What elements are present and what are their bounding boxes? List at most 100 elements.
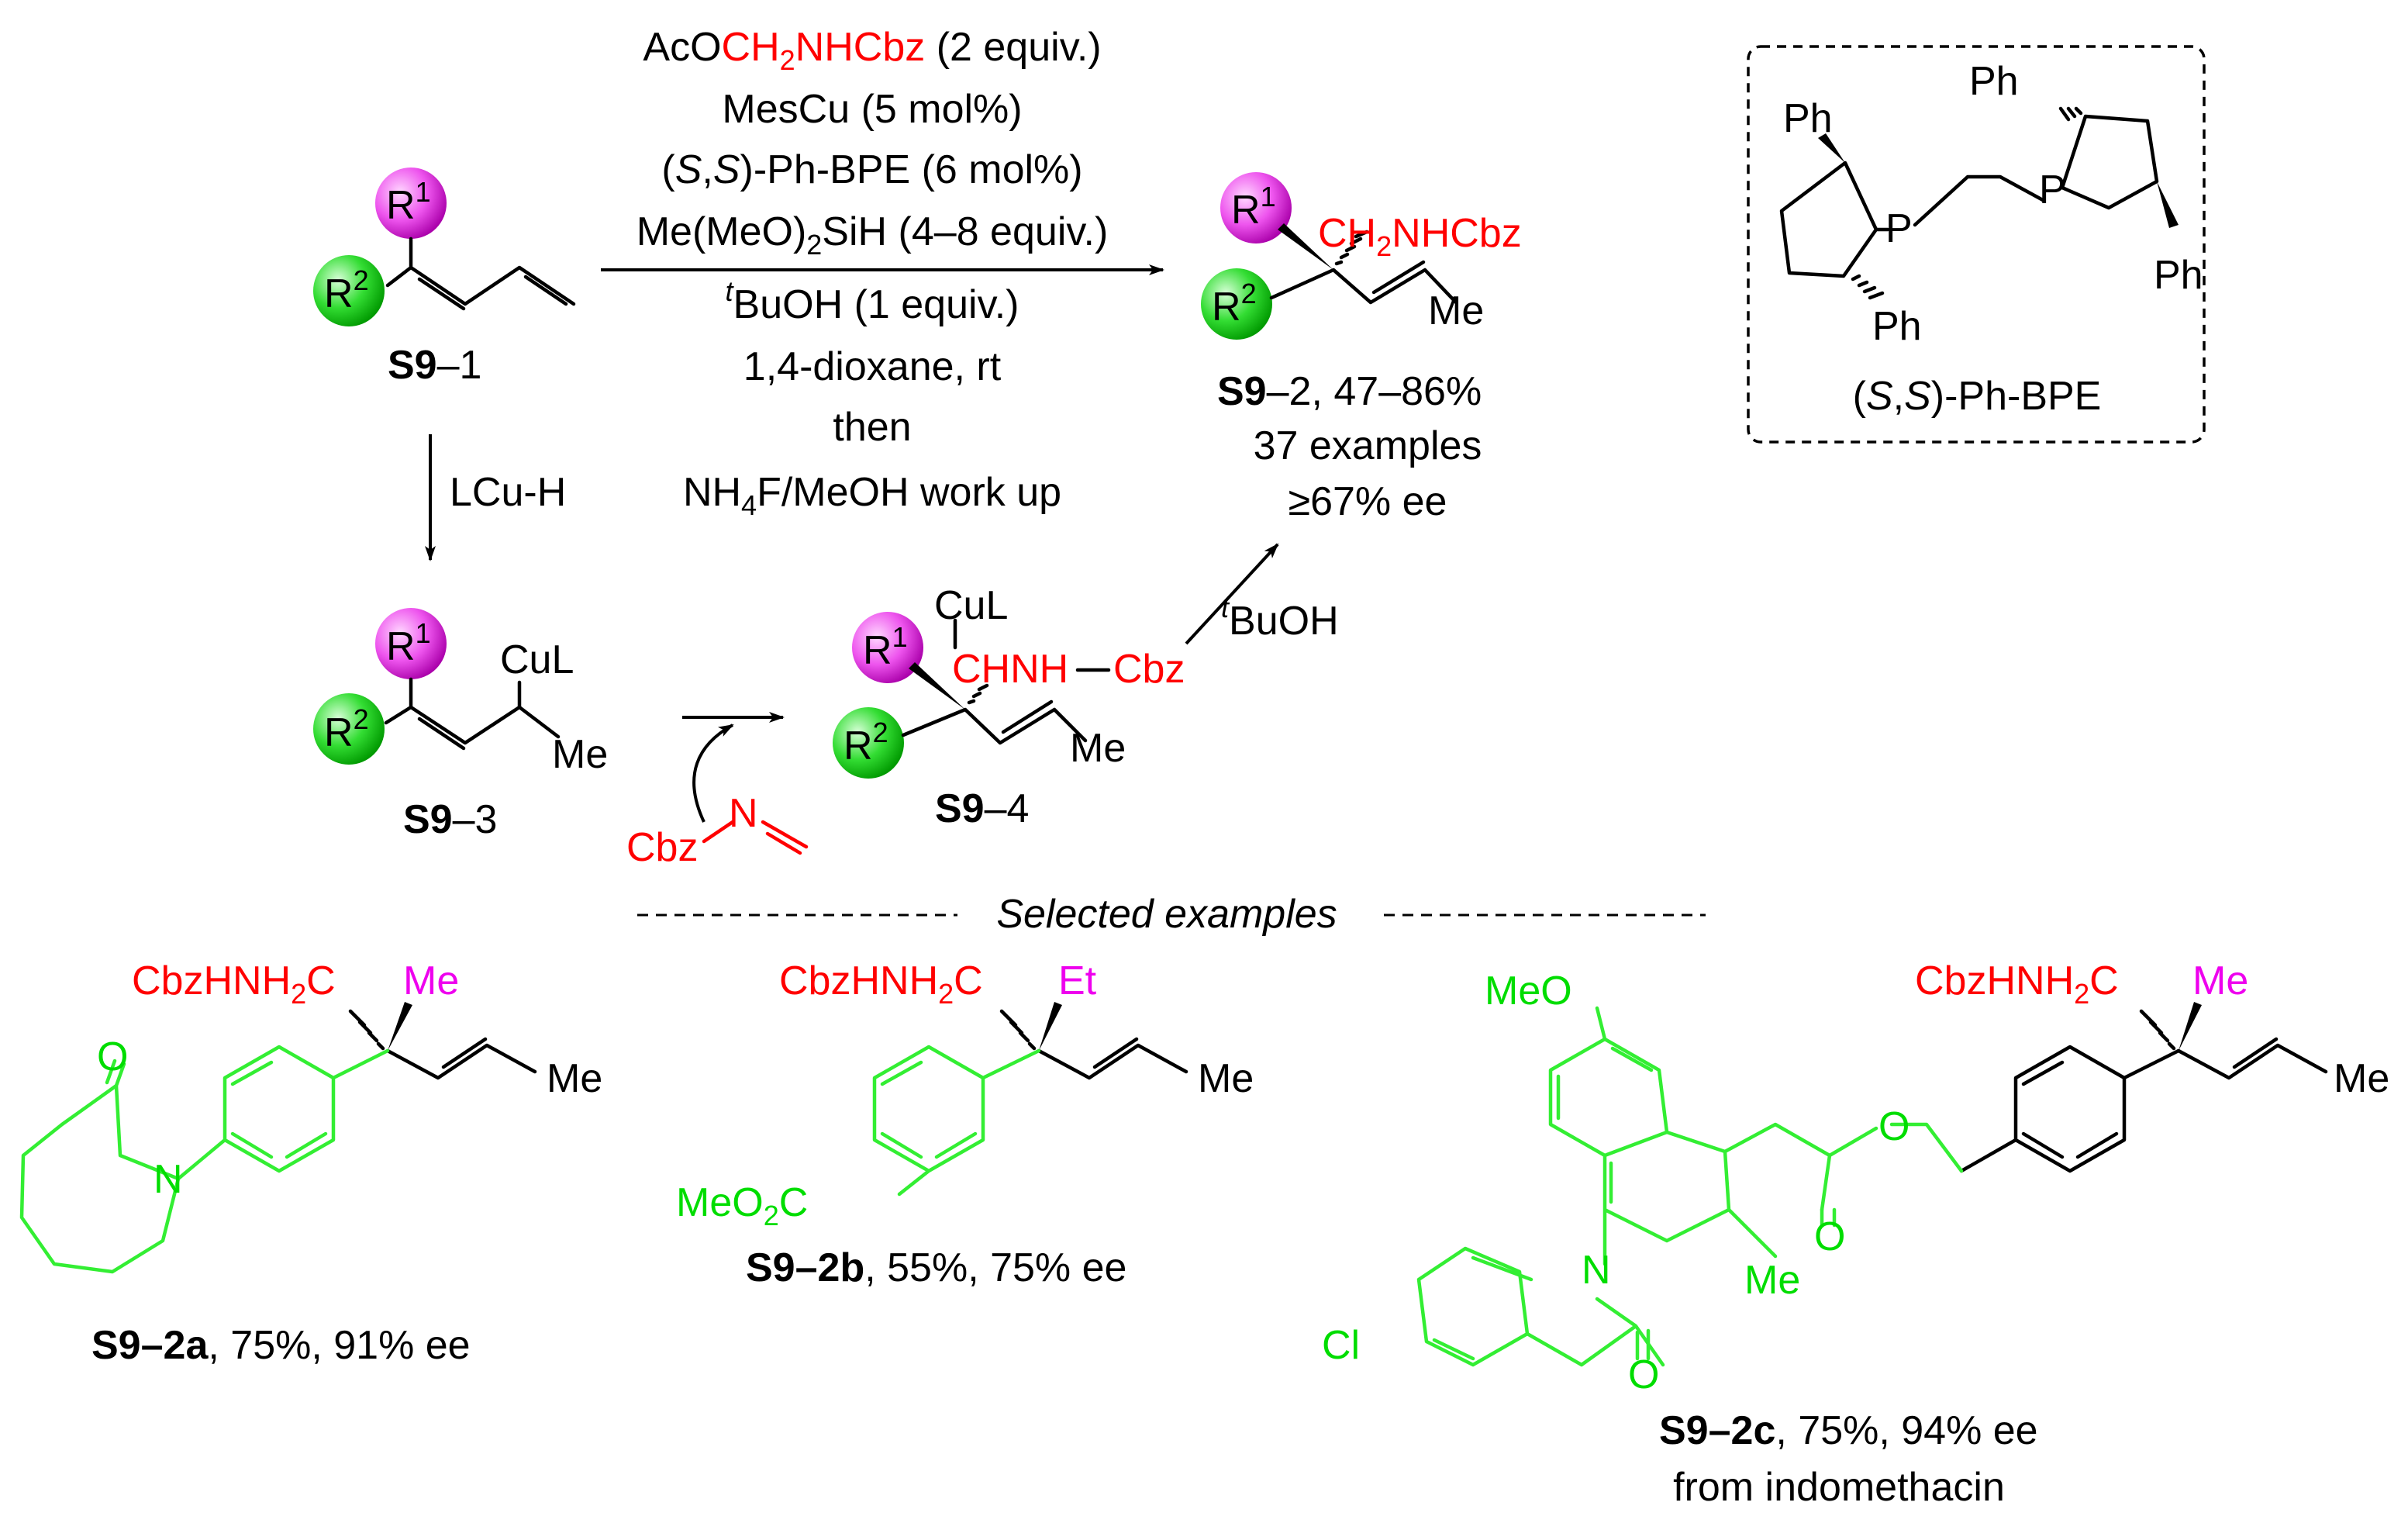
compound-s9-2: R1 R2 CH2NHCbz Me S9–2, 47–86% 37 exampl… <box>1201 172 1522 524</box>
s9-2b-aryl-ring <box>872 1045 1041 1197</box>
hashed-bond <box>967 683 989 705</box>
s9-3-bonds <box>384 677 561 745</box>
label-s9-1: S9–1 <box>388 343 481 388</box>
s9-2a-aryl-ring <box>223 1045 390 1173</box>
compound-s9-1: R1 R2 S9–1 <box>313 167 576 388</box>
o-label: O <box>97 1034 128 1079</box>
label-s9-3: S9–3 <box>403 797 497 842</box>
s9-2c-indole <box>1548 1037 1778 1266</box>
left-phospholane <box>1779 161 1890 278</box>
label-s9-2c: S9–2c, 75%, 94% ee <box>1659 1408 2038 1453</box>
product-bonds <box>1269 268 1458 305</box>
imine-cbz: Cbz N <box>626 791 809 870</box>
s9-2c-benzoyl-carbonyl <box>1635 1328 1651 1361</box>
r1-ball <box>375 608 447 679</box>
me-label: Me <box>547 1056 602 1101</box>
r1-label: R1 <box>386 176 431 228</box>
right-phospholane <box>2060 114 2159 210</box>
hashed-bond <box>2139 1009 2176 1051</box>
hashed-bond <box>348 1009 385 1051</box>
diene-double-bonds <box>417 275 568 311</box>
r1-ball <box>1220 172 1292 243</box>
ph-label-1: Ph <box>1783 96 1833 141</box>
ligand-wedge-2 <box>2157 181 2179 228</box>
r1-ball <box>852 612 923 683</box>
s9-2c-benzyl-ring <box>1959 1045 2181 1173</box>
r1-label: R1 <box>863 621 908 673</box>
example-s9-2a: CbzHNH2C Me Me O N S9–2a, 75%, 91% ee <box>19 958 602 1368</box>
meo-label: MeO <box>1485 969 1572 1014</box>
s9-2c-ester-carbonyl <box>1820 1207 1837 1228</box>
me-label: Me <box>1070 726 1126 771</box>
example-s9-2b: CbzHNH2C Et Me MeO2C S9–2b, 55%, 75% ee <box>676 958 1254 1290</box>
ligand-wedge-1 <box>1818 133 1845 163</box>
s9-2c-note: from indomethacin <box>1673 1465 2005 1510</box>
ligand-name: (S,S)-Ph-BPE <box>1853 374 2102 419</box>
ester-o-label: O <box>1878 1104 1909 1149</box>
r1-label: R1 <box>1231 181 1276 233</box>
carbonyl-o-label: O <box>1814 1214 1845 1259</box>
cbzhnh2c-label: CbzHNH2C <box>132 958 336 1010</box>
s9-4-double-bond <box>1001 699 1054 734</box>
stereo-wedge <box>388 1002 412 1051</box>
ligand-hash-1 <box>1851 274 1885 300</box>
r2-label: R2 <box>1212 278 1257 330</box>
meo2c-label: MeO2C <box>676 1180 808 1231</box>
lcuh-label: LCu-H <box>450 470 566 515</box>
me-label: Me <box>1428 288 1484 333</box>
label-s9-2b: S9–2b, 55%, 75% ee <box>746 1245 1126 1290</box>
me-label: Me <box>2334 1056 2389 1101</box>
me-label-magenta: Me <box>2192 958 2248 1003</box>
reagent-5: tBuOH (1 equiv.) <box>726 275 1019 327</box>
tbuoh-label: tBuOH <box>1221 592 1339 644</box>
phosphorus-right: P <box>2039 167 2066 212</box>
r2-label: R2 <box>324 703 369 755</box>
hashed-bond <box>1334 230 1369 266</box>
cbzhnh2c-label: CbzHNH2C <box>779 958 983 1010</box>
imine-cbz-label: Cbz <box>626 825 698 870</box>
workup: NH4F/MeOH work up <box>683 470 1061 521</box>
s9-4-bonds <box>901 618 1088 745</box>
cl-label: Cl <box>1322 1323 1360 1368</box>
stereo-wedge <box>1278 223 1333 270</box>
s9-2c-benzoyl <box>1416 1246 1665 1367</box>
r2-label: R2 <box>843 717 888 768</box>
indole-me-label: Me <box>1744 1258 1800 1303</box>
ligand-dashed-frame <box>1747 45 2206 444</box>
label-s9-2a: S9–2a, 75%, 91% ee <box>91 1323 471 1368</box>
reagent-4: Me(MeO)2SiH (4–8 equiv.) <box>636 209 1109 261</box>
et-label-magenta: Et <box>1058 958 1097 1003</box>
me-label: Me <box>552 732 608 777</box>
r2-ball <box>1201 268 1272 340</box>
product-double-bond <box>1371 260 1426 295</box>
chnh-label: CHNH <box>952 647 1068 692</box>
stereo-wedge <box>909 662 965 710</box>
s9-2b-alkene <box>1037 1037 1188 1080</box>
hashed-bond <box>999 1009 1037 1051</box>
s9-2a-alkene <box>385 1037 537 1080</box>
s9-2-ee: ≥67% ee <box>1289 479 1447 524</box>
then: then <box>833 405 911 450</box>
cbz-label: Cbz <box>1113 647 1185 692</box>
s9-2-examples: 37 examples <box>1254 423 1482 468</box>
section-heading: Selected examples <box>996 892 1337 937</box>
compound-s9-4: R1 R2 CuL CHNH Cbz Me S9–4 <box>833 583 1185 831</box>
r1-label: R1 <box>386 617 431 669</box>
me-label-magenta: Me <box>403 958 459 1003</box>
ligand-hash-2 <box>2058 106 2083 122</box>
s9-2c-ester <box>1723 1122 1964 1212</box>
ch2nhcbz-label: CH2NHCbz <box>1318 211 1522 262</box>
stereo-wedge <box>1039 1002 1062 1051</box>
label-s9-2: S9–2, 47–86% <box>1217 369 1482 414</box>
ph-label-4: Ph <box>1872 304 1922 349</box>
stereo-wedge <box>2179 1002 2202 1051</box>
ethylene-bridge <box>1913 174 2045 227</box>
ph-label-3: Ph <box>2154 253 2203 298</box>
s9-2c-methoxy <box>1595 1006 1607 1041</box>
s9-2a-azepanone <box>19 1083 227 1274</box>
compound-s9-3: R1 R2 CuL Me S9–3 <box>313 608 608 842</box>
reagent-1: AcOCH2NHCbz (2 equiv.) <box>643 25 1101 76</box>
cbzhnh2c-label: CbzHNH2C <box>1915 958 2119 1010</box>
imine-bond <box>702 820 735 844</box>
